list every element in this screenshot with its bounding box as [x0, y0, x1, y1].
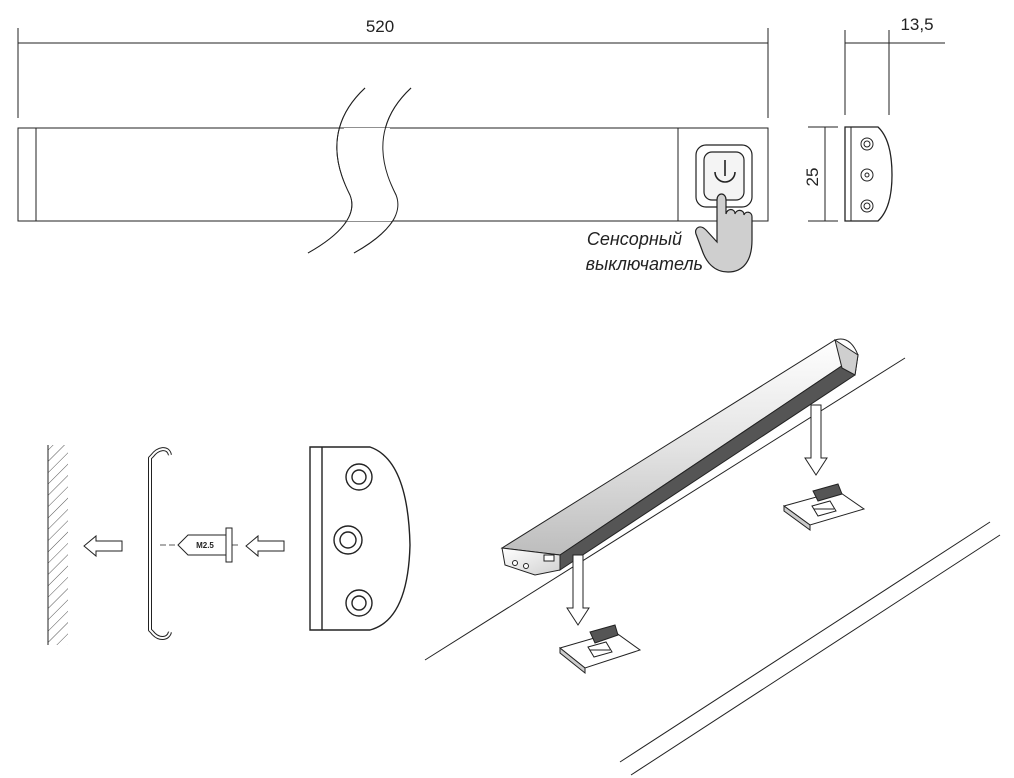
- screw: [160, 527, 240, 563]
- height-dimension: 25: [803, 168, 822, 187]
- side-view: [808, 30, 945, 222]
- end-cap: [309, 446, 411, 631]
- touch-switch: [695, 144, 753, 208]
- led-bar-iso: [500, 338, 859, 576]
- depth-dimension: 13,5: [900, 15, 933, 34]
- length-dimension: 520: [366, 17, 394, 36]
- mounting-clip: [558, 624, 642, 675]
- surface-lines: [424, 357, 1001, 776]
- mounting-bracket: [148, 447, 172, 640]
- power-icon: [714, 160, 736, 183]
- arrow-left-icon: [83, 534, 123, 558]
- screw-label: M2.5: [196, 541, 214, 550]
- caption-line1: Сенсорный: [587, 229, 682, 249]
- arrow-down-icon: [804, 404, 828, 476]
- break-gap: [340, 128, 399, 221]
- hand-pointer-icon: [695, 193, 753, 273]
- wall-hatch: [48, 445, 68, 645]
- caption-line2: выключатель: [586, 254, 703, 274]
- mounting-clip: [782, 483, 866, 531]
- arrow-left-icon: [245, 534, 285, 558]
- arrow-down-icon: [566, 554, 590, 626]
